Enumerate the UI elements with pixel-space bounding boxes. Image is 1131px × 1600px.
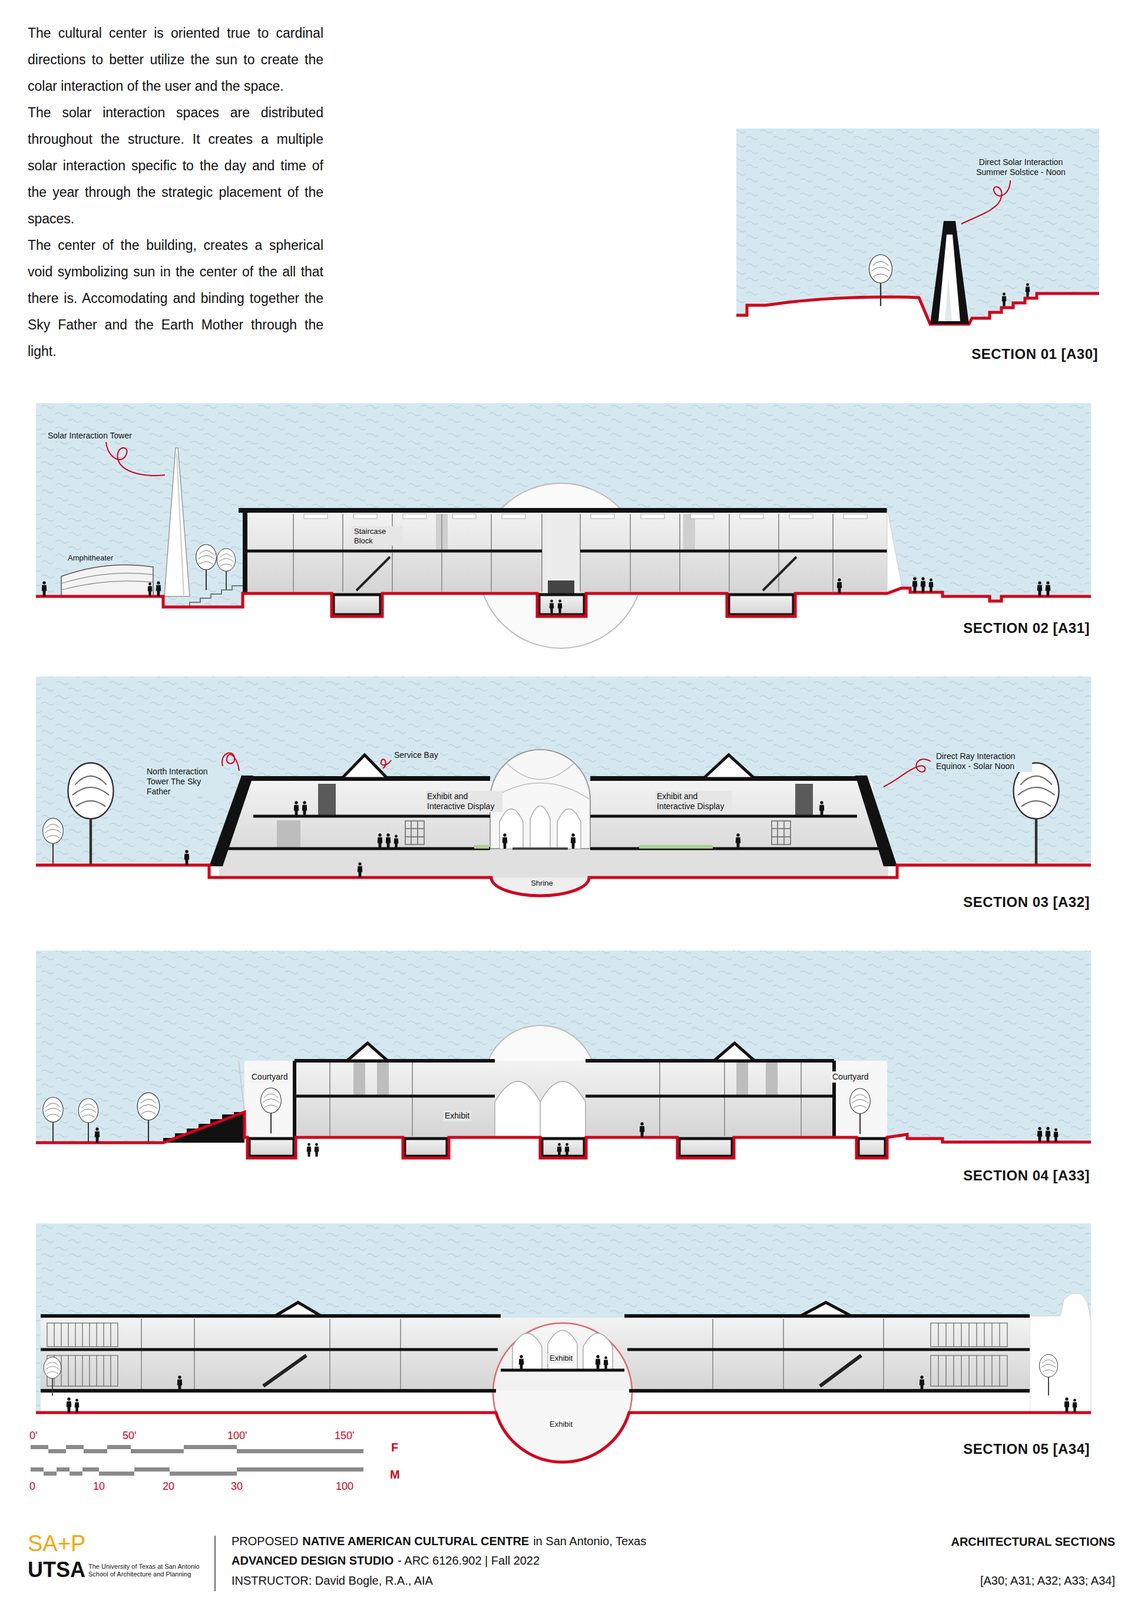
drawing-label: Courtyard — [830, 1070, 871, 1083]
footer-text: UTSA — [27, 1558, 86, 1580]
drawing-label: Exhibit and Interactive Display — [425, 790, 503, 812]
section-05-drawing — [35, 1222, 1091, 1462]
drawing-label: Exhibit — [547, 1352, 575, 1364]
scale-label: 20 — [162, 1479, 175, 1493]
section-panel: SECTION 05 [A34] — [35, 1222, 1091, 1433]
footer-divider — [214, 1535, 216, 1591]
drawing-label: North Interaction Tower The Sky Father — [144, 765, 224, 797]
section-title: SECTION 03 [A32] — [963, 893, 1090, 911]
scale-bar — [30, 1444, 364, 1476]
scale-label: 10 — [93, 1479, 105, 1493]
footer-text: The University of Texas at San Antonio S… — [88, 1562, 207, 1577]
section-02-drawing — [35, 402, 1091, 648]
drawing-label: Amphitheater — [65, 552, 115, 564]
section-title: SECTION 01 [A30] — [971, 345, 1099, 363]
scale-label: 100' — [227, 1429, 247, 1443]
scale-label: 100 — [335, 1479, 354, 1493]
footer-line: ADVANCED DESIGN STUDIO- ARC 6126.902 | F… — [231, 1553, 540, 1567]
drawing-label: Exhibit and Interactive Display — [655, 790, 733, 812]
footer-text: ADVANCED DESIGN STUDIO — [231, 1553, 394, 1567]
footer-text: SA+P — [27, 1531, 86, 1554]
footer-text: NATIVE AMERICAN CULTURAL CENTRE — [302, 1533, 529, 1548]
section-04-drawing — [35, 950, 1091, 1161]
section-panel: SECTION 04 [A33] — [35, 950, 1091, 1161]
footer-text: INSTRUCTOR: David Bogle, R.A., AIA — [231, 1572, 433, 1587]
footer-text: PROPOSED — [231, 1533, 299, 1548]
drawing-label: Exhibit — [442, 1109, 472, 1121]
scale-label: 150' — [334, 1429, 355, 1443]
section-title: SECTION 02 [A31] — [963, 619, 1090, 637]
section-01-drawing — [736, 128, 1100, 329]
scale-label: 50' — [122, 1429, 137, 1443]
drawing-label: Exhibit — [547, 1418, 575, 1430]
scale-label: 30 — [230, 1479, 243, 1493]
footer-text: [A30; A31; A32; A33; A34] — [980, 1572, 1116, 1587]
drawing-label: Staircase Block — [352, 526, 403, 546]
section-title: SECTION 04 [A33] — [963, 1166, 1090, 1184]
drawing-label: Direct Solar Interaction Summer Solstice… — [969, 156, 1073, 178]
intro-paragraph: The center of the building, creates a sp… — [27, 232, 324, 365]
drawing-label: Solar Interaction Tower — [45, 430, 134, 442]
intro-text: The cultural center is oriented true to … — [27, 20, 324, 365]
intro-paragraph: The cultural center is oriented true to … — [27, 20, 324, 100]
drawing-label: Courtyard — [249, 1070, 290, 1083]
drawing-label: Shrine — [521, 877, 563, 889]
scale-label: 0' — [29, 1429, 38, 1443]
section-03-drawing — [35, 676, 1091, 896]
scale-label: M — [389, 1466, 400, 1481]
footer-text: in San Antonio, Texas — [533, 1533, 647, 1548]
section-title: SECTION 05 [A34] — [963, 1440, 1090, 1457]
footer-text: - ARC 6126.902 | Fall 2022 — [397, 1553, 540, 1567]
intro-paragraph: The solar interaction spaces are distrib… — [27, 99, 324, 233]
footer-text: ARCHITECTURAL SECTIONS — [950, 1533, 1116, 1549]
drawing-label: Service Bay — [392, 749, 441, 761]
footer-line: PROPOSEDNATIVE AMERICAN CULTURAL CENTRE i… — [231, 1533, 647, 1548]
section-panel: SECTION 02 [A31] — [35, 402, 1091, 613]
scale-label: F — [391, 1439, 399, 1454]
drawing-label: Direct Ray Interaction Equinox - Solar N… — [934, 750, 1033, 772]
scale-label: 0 — [29, 1479, 36, 1493]
